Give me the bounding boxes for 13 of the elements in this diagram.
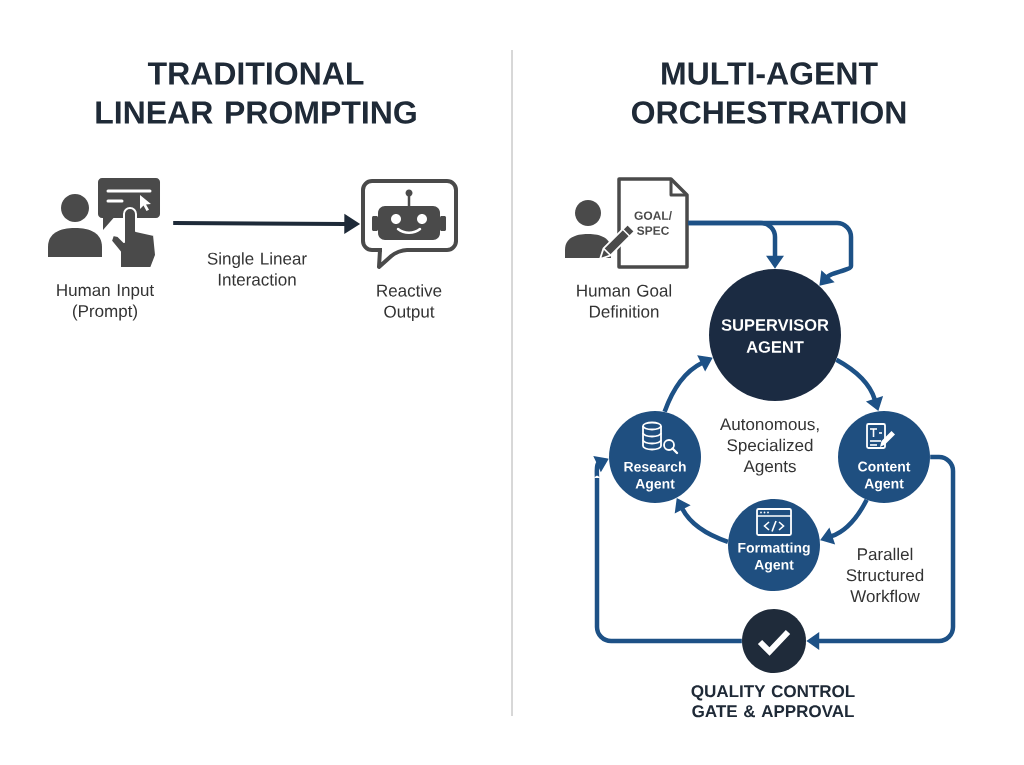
person-touch-screen-icon xyxy=(48,178,160,269)
arrow xyxy=(593,455,742,644)
node-label: Reactive Output xyxy=(377,284,442,322)
arrow xyxy=(688,220,854,286)
node-label: Human Input (Prompt) xyxy=(57,284,154,321)
note-text: Parallel Structured Workflow xyxy=(846,547,924,603)
node-label: QUALITY CONTROL GATE & APPROVAL xyxy=(691,685,855,718)
edge-label: Single Linear Interaction xyxy=(201,251,313,287)
note-text: Autonomous, Specialized Agents xyxy=(719,418,819,476)
heading: MULTI-AGENT ORCHESTRATION xyxy=(631,62,906,124)
robot-chat-icon xyxy=(361,179,458,269)
heading: TRADITIONAL LINEAR PROMPTING xyxy=(96,62,416,124)
node-label: Human Goal Definition xyxy=(577,284,672,318)
